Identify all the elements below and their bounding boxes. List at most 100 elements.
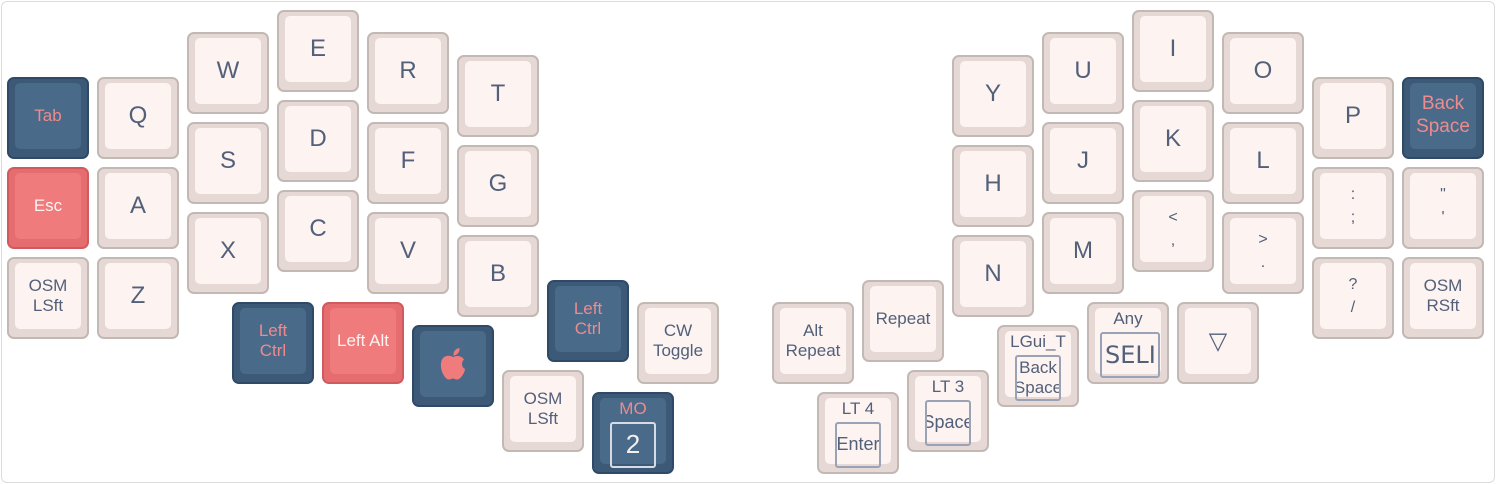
key-dot[interactable]: > . [1222, 212, 1304, 294]
key-label: E [309, 34, 326, 62]
key-mo-2[interactable]: MO 2 [592, 392, 674, 474]
key-s[interactable]: S [187, 122, 269, 204]
key-osm-lsft[interactable]: OSM LSft [7, 257, 89, 339]
key-label: OSM LSft [523, 388, 563, 428]
key-osm-rsft[interactable]: OSM RSft [1402, 257, 1484, 339]
key-cw-toggle[interactable]: CW Toggle [637, 302, 719, 384]
key-label: B [489, 259, 506, 287]
key-label: Z [130, 281, 146, 309]
key-comma[interactable]: < , [1132, 190, 1214, 272]
key-label: Left Ctrl [573, 298, 603, 338]
key-label: > . [1258, 230, 1268, 271]
key-z[interactable]: Z [97, 257, 179, 339]
key-label: OSM LSft [28, 275, 68, 315]
key-label: V [399, 236, 416, 264]
key-label: L [1256, 146, 1270, 174]
key-label: OSM RSft [1423, 275, 1463, 315]
key-e[interactable]: E [277, 10, 359, 92]
key-label: < , [1168, 208, 1178, 249]
key-label: Back Space [1416, 93, 1470, 137]
key-label: : ; [1350, 185, 1356, 226]
key-o[interactable]: O [1222, 32, 1304, 114]
hold-label: LT 4 [841, 399, 875, 418]
key-any-select[interactable]: Any SELI [1087, 302, 1169, 384]
key-r[interactable]: R [367, 32, 449, 114]
key-lt4-enter[interactable]: LT 4 Enter [817, 392, 899, 474]
key-j[interactable]: J [1042, 122, 1124, 204]
key-label: J [1077, 146, 1089, 174]
key-osm-lsft-thumb[interactable]: OSM LSft [502, 370, 584, 452]
key-i[interactable]: I [1132, 10, 1214, 92]
key-label: Esc [33, 195, 63, 215]
key-repeat[interactable]: Repeat [862, 280, 944, 362]
key-g[interactable]: G [457, 145, 539, 227]
key-triangle[interactable]: ▽ [1177, 302, 1259, 384]
tap-label: Enter [835, 422, 881, 468]
key-left-alt[interactable]: Left Alt [322, 302, 404, 384]
key-u[interactable]: U [1042, 32, 1124, 114]
key-m[interactable]: M [1042, 212, 1124, 294]
key-x[interactable]: X [187, 212, 269, 294]
key-left-ctrl[interactable]: Left Ctrl [232, 302, 314, 384]
key-label: X [219, 236, 236, 264]
key-label: Tab [34, 105, 62, 125]
key-a[interactable]: A [97, 167, 179, 249]
key-label: Repeat [875, 308, 931, 328]
key-label: N [984, 259, 1002, 287]
key-label: " ' [1440, 185, 1446, 226]
key-c[interactable]: C [277, 190, 359, 272]
key-v[interactable]: V [367, 212, 449, 294]
key-quote[interactable]: " ' [1402, 167, 1484, 249]
key-label: S [219, 146, 236, 174]
key-y[interactable]: Y [952, 55, 1034, 137]
key-label: Alt Repeat [785, 320, 841, 360]
key-semicolon[interactable]: : ; [1312, 167, 1394, 249]
key-label: H [984, 169, 1002, 197]
key-slash[interactable]: ? / [1312, 257, 1394, 339]
key-label: Q [128, 101, 148, 129]
triangle-down-icon: ▽ [1208, 326, 1228, 355]
key-tab[interactable]: Tab [7, 77, 89, 159]
tap-label: Back Space [1015, 355, 1061, 401]
key-left-ctrl-2[interactable]: Left Ctrl [547, 280, 629, 362]
key-alt-repeat[interactable]: Alt Repeat [772, 302, 854, 384]
key-d[interactable]: D [277, 100, 359, 182]
key-label: M [1073, 236, 1093, 264]
hold-label: Any [1113, 309, 1143, 328]
key-lgui-backspace[interactable]: LGui_T Back Space [997, 325, 1079, 407]
key-label: O [1253, 56, 1273, 84]
key-w[interactable]: W [187, 32, 269, 114]
key-q[interactable]: Q [97, 77, 179, 159]
key-l[interactable]: L [1222, 122, 1304, 204]
key-label: ? / [1348, 275, 1358, 316]
key-label: T [490, 79, 506, 107]
key-label: Left Ctrl [258, 320, 288, 360]
hold-label: MO [619, 399, 647, 418]
key-p[interactable]: P [1312, 77, 1394, 159]
key-label: R [399, 56, 417, 84]
key-label: F [400, 146, 416, 174]
hold-label: LT 3 [931, 377, 965, 396]
key-k[interactable]: K [1132, 100, 1214, 182]
tap-label: 2 [610, 422, 656, 468]
tap-label: SELI [1100, 332, 1160, 378]
key-label: CW Toggle [652, 320, 704, 360]
key-esc[interactable]: Esc [7, 167, 89, 249]
key-lt3-space[interactable]: LT 3 Space [907, 370, 989, 452]
key-backspace[interactable]: Back Space [1402, 77, 1484, 159]
key-b[interactable]: B [457, 235, 539, 317]
key-n[interactable]: N [952, 235, 1034, 317]
hold-label: LGui_T [1010, 332, 1066, 351]
key-label: W [216, 56, 240, 84]
key-label: I [1169, 34, 1177, 62]
key-h[interactable]: H [952, 145, 1034, 227]
key-label: Left Alt [337, 330, 389, 350]
key-label: U [1074, 56, 1092, 84]
key-t[interactable]: T [457, 55, 539, 137]
key-f[interactable]: F [367, 122, 449, 204]
key-label: C [309, 214, 327, 242]
key-gui-apple[interactable] [412, 325, 494, 407]
key-label: P [1344, 101, 1361, 129]
key-label: G [488, 169, 508, 197]
